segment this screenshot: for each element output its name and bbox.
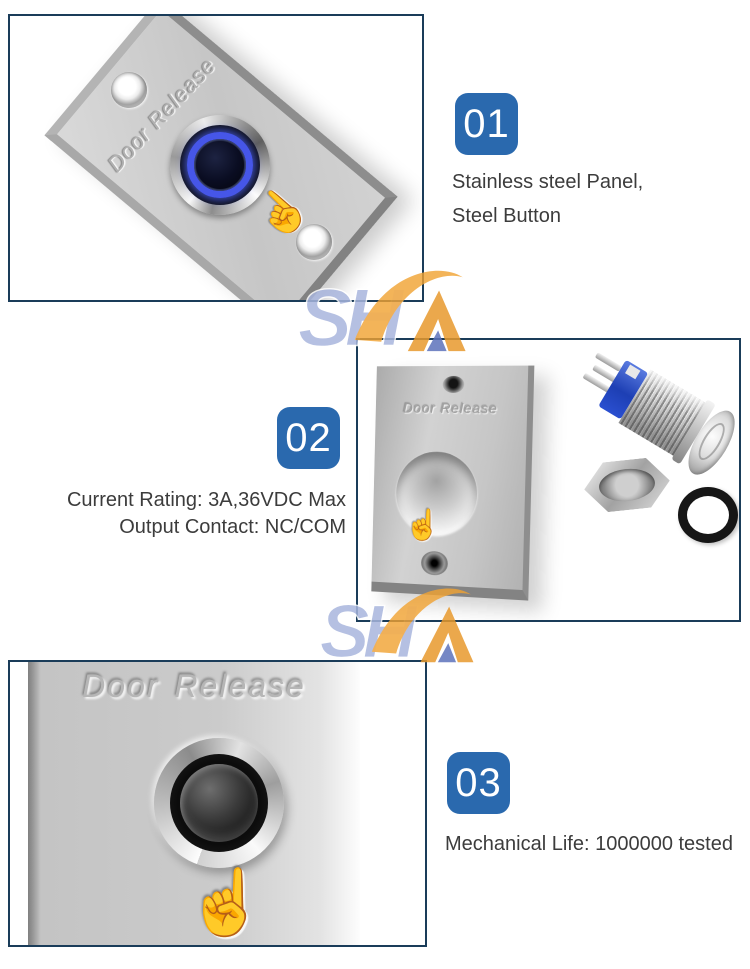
screw-hole-icon [111,72,147,108]
rubber-o-ring [678,487,738,543]
base-notch [625,364,641,380]
step-badge-03: 03 [447,752,510,814]
feature-text-03: Mechanical Life: 1000000 tested [445,830,733,858]
step-number: 01 [463,101,510,146]
feature-line: Output Contact: NC/COM [119,516,346,538]
feature-text-02: Current Rating: 3A,36VDC Max Output Cont… [40,487,346,541]
step-number: 03 [455,760,502,805]
button-dome [180,764,258,842]
hand-icon: ☝ [186,866,266,938]
steel-button [154,738,284,868]
feature-line: Steel Button [452,205,561,227]
screw-hole-icon [420,550,449,576]
hex-nut-hole [597,466,656,504]
push-button-component [568,340,739,485]
panel-engraving-text: Door Release [403,399,499,417]
illuminated-button [170,115,270,215]
step-badge-02: 02 [277,407,340,469]
hex-nut [582,456,673,515]
step-number: 02 [285,415,332,460]
screw-hole-icon [296,224,332,260]
photo-panel-and-parts: Door Release ☝ [356,338,741,622]
blue-led-ring [187,132,253,198]
steel-panel-closeup: Door Release ☝ [28,662,360,945]
watermark-letter-a-inner [437,643,457,663]
photo-steel-panel-lit-button: Door Release ☝ [8,14,424,302]
feature-text-01: Stainless steel Panel, Steel Button [452,165,643,233]
step-badge-01: 01 [455,93,518,155]
screw-hole-icon [442,375,465,394]
feature-line: Current Rating: 3A,36VDC Max [66,489,346,511]
panel-engraving-text: Door Release [82,668,306,704]
feature-line: Mechanical Life: 1000000 tested [445,833,733,855]
steel-panel-perspective: Door Release ☝ [371,365,535,601]
hand-icon: ☝ [404,508,441,543]
photo-button-closeup: Door Release ☝ [8,660,427,947]
button-core [196,141,244,189]
feature-line: Stainless steel Panel, [452,171,644,193]
